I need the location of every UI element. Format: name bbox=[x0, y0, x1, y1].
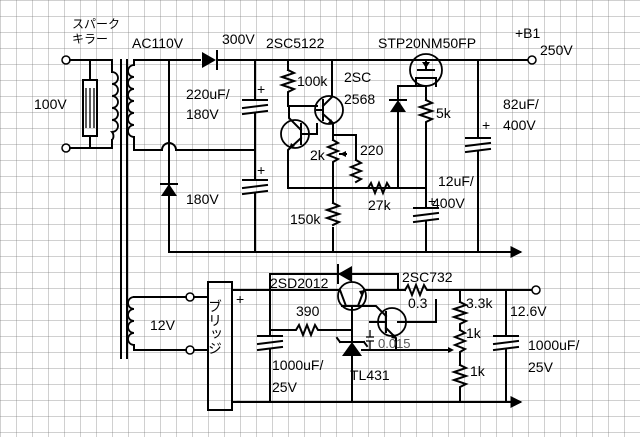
ac-12v-label: 12V bbox=[150, 317, 176, 333]
r-100k-label: 100k bbox=[297, 73, 328, 89]
b1-label: +B1 bbox=[515, 25, 541, 41]
capacitor-220uf-top: + bbox=[241, 81, 269, 116]
resistor-1k bbox=[450, 363, 470, 403]
cap-220uf-top-label-2: 180V bbox=[186, 106, 219, 122]
r-390-label: 390 bbox=[296, 303, 320, 319]
bridge-minus-label: - bbox=[236, 392, 241, 408]
r-27k-label: 27k bbox=[368, 197, 392, 213]
ac-input-voltage-label: 100V bbox=[34, 96, 67, 112]
cap-1000uf-right-label-1: 1000uF/ bbox=[528, 337, 579, 353]
ac-terminal-bottom bbox=[61, 143, 71, 153]
dc-300v-label: 300V bbox=[222, 31, 255, 47]
r-0-3-label: 0.3 bbox=[408, 295, 428, 311]
r-150k-label: 150k bbox=[290, 211, 321, 227]
capacitor-0-015 bbox=[366, 330, 374, 350]
svg-text:+: + bbox=[428, 193, 436, 209]
capacitor-82uf: + bbox=[464, 117, 492, 154]
tl431-shunt-regulator bbox=[335, 329, 437, 403]
capacitor-1000uf-right bbox=[492, 335, 520, 352]
q-2sc732-label: 2SC732 bbox=[402, 269, 453, 285]
resistor-5k bbox=[416, 98, 436, 161]
capacitor-1000uf-left bbox=[256, 335, 284, 352]
transistor-2sc5122 bbox=[280, 105, 399, 189]
r-3-3k-label: 3.3k bbox=[466, 295, 493, 311]
cap-0-015-label: 0.015 bbox=[378, 336, 411, 351]
spark-killer-label-1: スパーク bbox=[72, 17, 120, 31]
center-tap-wire bbox=[133, 136, 256, 151]
pot-2k-label: 2k bbox=[310, 147, 326, 163]
resistor-27k bbox=[355, 180, 399, 196]
q-stp20nm50fp-label: STP20NM50FP bbox=[378, 35, 476, 51]
pot-2k bbox=[325, 138, 341, 171]
q-2sc2568-label-2: 2568 bbox=[344, 91, 375, 107]
q-2sc2568-label-1: 2SC bbox=[344, 69, 371, 85]
ac-terminal-top bbox=[61, 55, 71, 65]
bridge-plus-label: + bbox=[236, 291, 244, 307]
svg-text:+: + bbox=[482, 117, 490, 133]
resistor-3-3k bbox=[450, 300, 470, 331]
resistor-390 bbox=[269, 322, 353, 338]
mosfet-stp20nm50fp bbox=[409, 53, 443, 101]
b1-terminal bbox=[527, 55, 537, 65]
resistor-100k bbox=[278, 68, 298, 95]
spark-killer-label-2: キラー bbox=[72, 32, 108, 46]
cap-1000uf-right-label-2: 25V bbox=[528, 359, 554, 375]
transformer-voltage-label: AC110V bbox=[132, 35, 184, 51]
cap-12uf-label-2: 400V bbox=[432, 195, 465, 211]
resistor-220 bbox=[348, 158, 364, 184]
diode-lower bbox=[160, 183, 178, 196]
diode-300v bbox=[202, 50, 218, 70]
hv-top-rail bbox=[133, 59, 529, 66]
bridge-label: ブリッジ bbox=[206, 299, 222, 355]
zener-gate bbox=[389, 99, 407, 112]
q-2sc5122-label: 2SC5122 bbox=[266, 35, 325, 51]
svg-text:+: + bbox=[257, 162, 265, 178]
resistor-150k bbox=[323, 201, 343, 227]
capacitor-220uf-bottom: + bbox=[241, 162, 269, 196]
cap-1000uf-left-label-2: 25V bbox=[272, 379, 298, 395]
resistor-0-3 bbox=[403, 282, 533, 298]
r-1k-a-label: 1k bbox=[466, 325, 482, 341]
lv-output-terminal bbox=[531, 285, 541, 295]
r-1k-b-label: 1k bbox=[470, 363, 486, 379]
b1-voltage-label: 250V bbox=[540, 42, 573, 58]
power-transformer bbox=[109, 59, 135, 359]
r-220-label: 220 bbox=[360, 142, 384, 158]
cap-1000uf-left-label-1: 1000uF/ bbox=[272, 357, 323, 373]
cap-82uf-label-2: 400V bbox=[503, 117, 536, 133]
cap-82uf-label-1: 82uF/ bbox=[503, 96, 539, 112]
transistor-2sc2568 bbox=[314, 59, 344, 136]
lv-output-voltage-label: 12.6V bbox=[510, 303, 547, 319]
bridge-rectifier bbox=[207, 281, 233, 411]
cap-220uf-top-label-1: 220uF/ bbox=[186, 86, 230, 102]
pot-1k bbox=[452, 328, 468, 366]
svg-text:ブリッジ: ブリッジ bbox=[206, 299, 222, 355]
spark-killer: スパーク キラー bbox=[72, 17, 120, 149]
q-2sd2012-label: 2SD2012 bbox=[270, 275, 329, 291]
diode-lv-top bbox=[337, 264, 352, 284]
ac-input-terminals bbox=[61, 55, 113, 153]
ac-12v-terminals bbox=[133, 292, 209, 355]
svg-text:+: + bbox=[257, 81, 265, 97]
cap-12uf-label-1: 12uF/ bbox=[438, 173, 474, 189]
cap-220uf-bottom-label-2: 180V bbox=[186, 191, 219, 207]
transistor-2sc732 bbox=[351, 299, 437, 349]
capacitor-12uf: + bbox=[412, 193, 440, 224]
tl431-label: TL431 bbox=[350, 367, 390, 383]
r-5k-label: 5k bbox=[436, 105, 452, 121]
